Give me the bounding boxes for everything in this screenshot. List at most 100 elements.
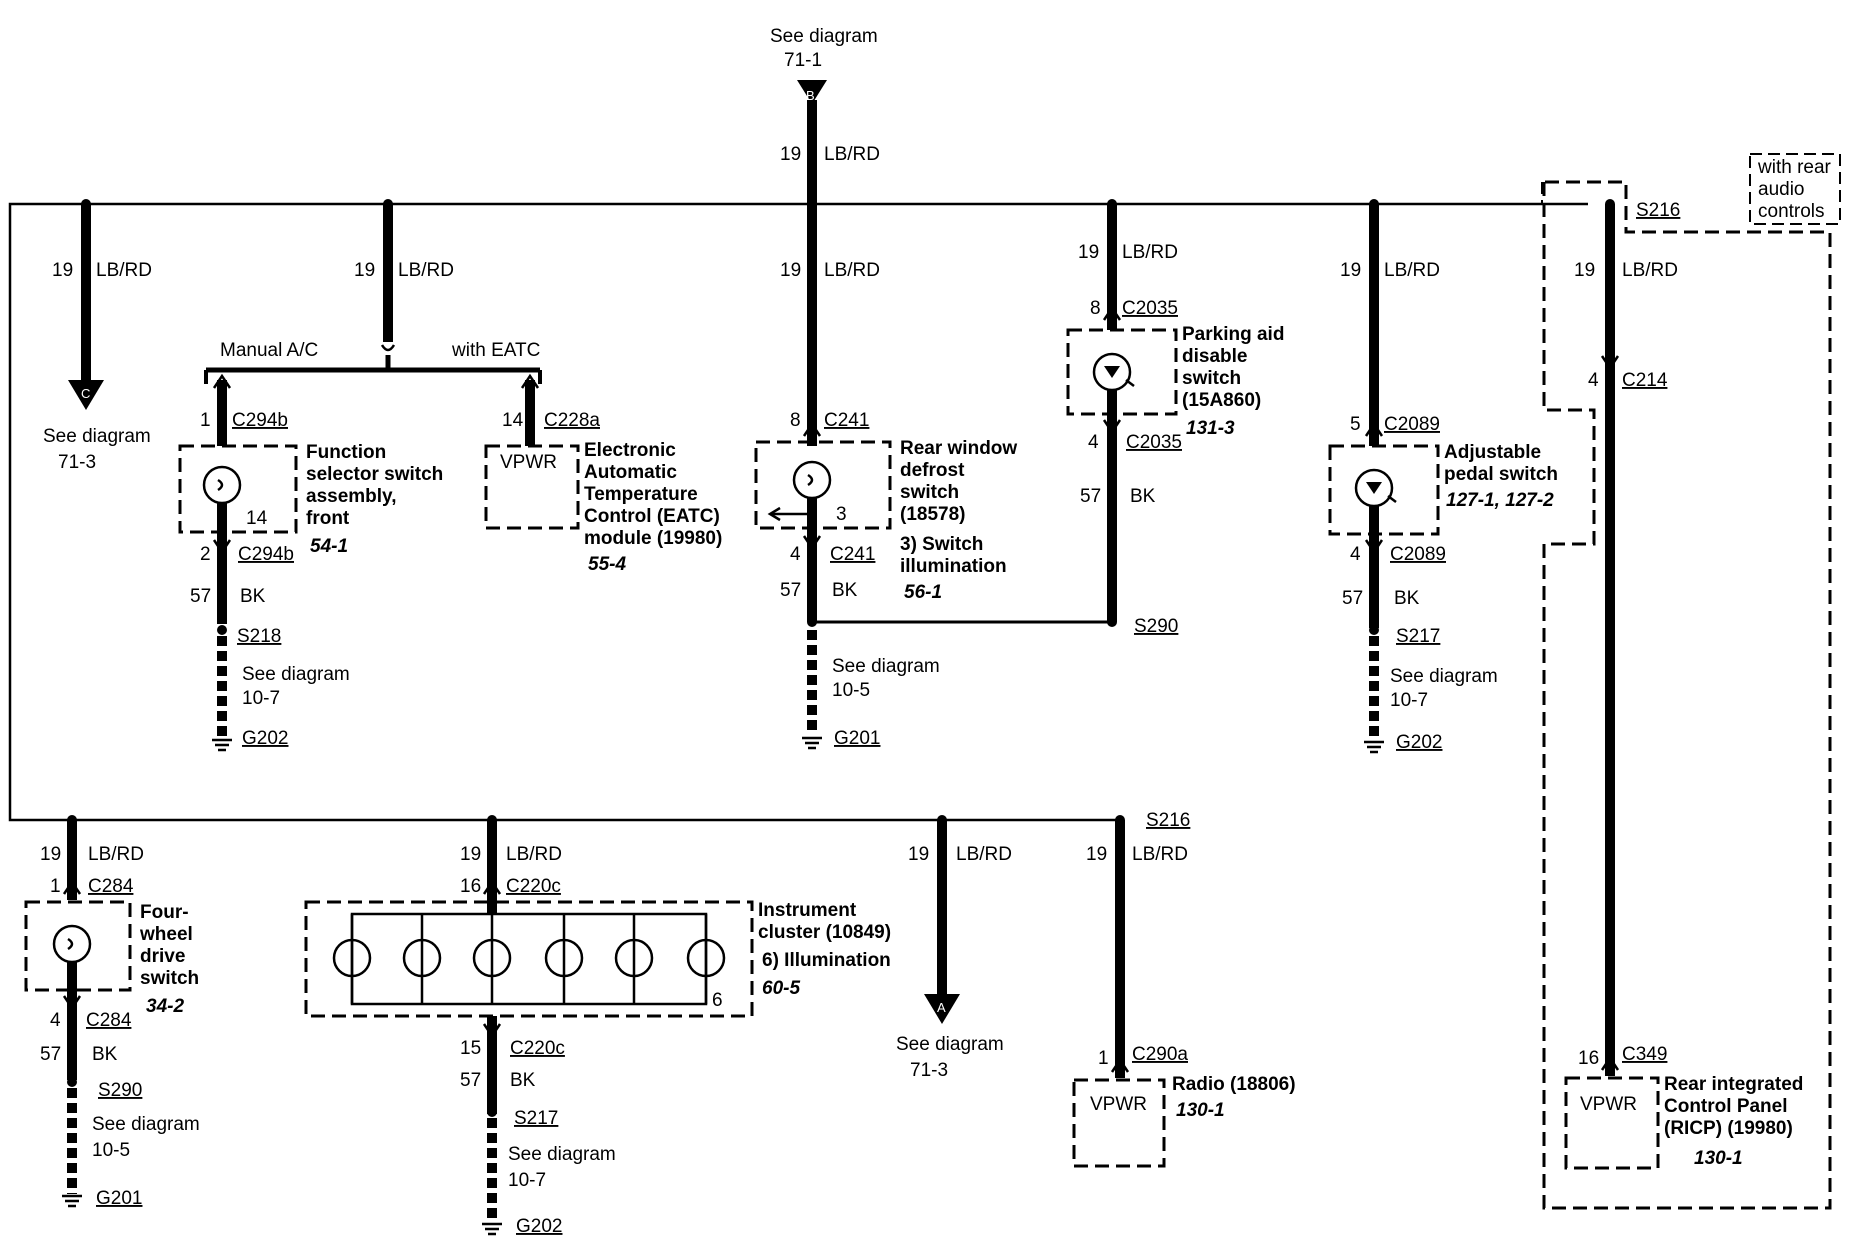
eatc-name5: module (19980) [584, 528, 722, 549]
circuit: 19 [40, 844, 61, 865]
power-bus [8, 80, 1588, 822]
connector-top: C2089 [1384, 414, 1440, 435]
connector-mid: C214 [1622, 370, 1668, 391]
splice-dot [1107, 617, 1117, 627]
parking-switch-box [1066, 328, 1178, 416]
lamp-symbol [332, 938, 372, 978]
connector-pin-bottom [1364, 539, 1384, 555]
radio-name: Radio (18806) [1172, 1074, 1296, 1095]
name-line4: (18578) [900, 504, 966, 525]
name-line2: cluster (10849) [758, 922, 891, 943]
splice-dot [487, 1107, 497, 1117]
splice-label: S290 [1134, 616, 1178, 637]
eatc-name2: Automatic [584, 462, 677, 483]
cluster-lamps [332, 914, 726, 1004]
lamp-symbol [614, 938, 654, 978]
ricp-box [1564, 1076, 1660, 1170]
see-label: See diagram [832, 656, 940, 677]
rear-audio-l2: audio [1758, 179, 1805, 200]
ground-circuit: 57 [1342, 588, 1363, 609]
wire-color: LB/RD [1132, 844, 1188, 865]
page-ref: 127-1, 127-2 [1446, 490, 1554, 511]
ground-wire-color: BK [240, 586, 266, 607]
circuit: 19 [780, 260, 801, 281]
circuit: 19 [1574, 260, 1595, 281]
connector-pin-bottom [482, 1023, 502, 1039]
radio-box [1072, 1078, 1166, 1168]
pin-14: 14 [246, 508, 268, 529]
splice-label: S218 [237, 626, 281, 647]
eatc-page-ref: 55-4 [588, 554, 626, 575]
defrost-switch-branch: 19 LB/RD 8 C241 3 Rear window defrost sw… [754, 199, 1112, 750]
wire-color: LB/RD [506, 844, 562, 865]
pin-bottom: 4 [1088, 432, 1099, 453]
ground-wire-color: BK [832, 580, 858, 601]
branch-to-a: 19 LB/RD A See diagram 71-3 [896, 815, 1012, 1081]
eatc-name4: Control (EATC) [584, 506, 720, 527]
pedal-switch-box [1328, 444, 1440, 536]
page-ref: 34-2 [146, 996, 184, 1017]
connector-pin-bottom [212, 539, 232, 555]
see-label: See diagram [508, 1144, 616, 1165]
name-line3: assembly, [306, 486, 396, 507]
see-ref: 10-5 [92, 1140, 130, 1161]
connector-pin-top [212, 373, 232, 389]
eatc-name3: Temperature [584, 484, 698, 505]
connector-b-arrow [797, 80, 827, 104]
lamp-symbol [472, 938, 512, 978]
ground-icon [482, 1222, 502, 1236]
name-line1: Instrument [758, 900, 857, 921]
circuit: 19 [1078, 242, 1099, 263]
name-line3: switch [1182, 368, 1241, 389]
connector-pin [520, 373, 540, 389]
rear-audio-tag-box [1749, 153, 1841, 225]
pin-top: 1 [200, 410, 211, 431]
ground-icon [1364, 740, 1384, 754]
ground-circuit: 57 [40, 1044, 61, 1065]
eatc-pin: 14 [502, 410, 524, 431]
circuit: 19 [1340, 260, 1361, 281]
pin-mid: 4 [1588, 370, 1599, 391]
parking-aid-branch: 19 LB/RD 8 C2035 Parking aid disable swi… [1066, 199, 1284, 637]
see-ref: 10-7 [242, 688, 280, 709]
eatc-vpwr: VPWR [500, 452, 557, 473]
pin-3: 3 [836, 504, 847, 525]
top-see-ref: 71-1 [784, 50, 822, 71]
pin-top: 1 [50, 876, 61, 897]
pin-top: 16 [460, 876, 481, 897]
connector-bottom: C220c [510, 1038, 565, 1059]
pin-bottom: 4 [790, 544, 801, 565]
pin-bottom: 2 [200, 544, 211, 565]
see-ref: 71-3 [910, 1060, 948, 1081]
note-line1: 3) Switch [900, 534, 983, 555]
connector-pin-bottom [1102, 419, 1122, 435]
connector-top: C241 [824, 410, 869, 431]
connector-top: C220c [506, 876, 561, 897]
page-ref: 60-5 [762, 978, 800, 999]
see-ref: 10-7 [508, 1170, 546, 1191]
connector-b-letter: B [806, 88, 815, 103]
pin-top: 8 [1090, 298, 1101, 319]
splice-dot [217, 625, 227, 635]
defrost-switch-box [754, 440, 892, 530]
name-line1: Function [306, 442, 386, 463]
connector-pin-top [482, 879, 502, 895]
connector-pin [1600, 1055, 1620, 1071]
ground-label: G202 [516, 1216, 562, 1237]
rear-audio-l3: controls [1758, 201, 1825, 222]
page-ref: 131-3 [1186, 418, 1235, 439]
see-ref: 10-7 [1390, 690, 1428, 711]
ground-wire-color: BK [1130, 486, 1156, 507]
lamp-filament [217, 478, 224, 492]
connector-top: C284 [88, 876, 134, 897]
bus-line-outline [8, 202, 1588, 822]
wire-color: LB/RD [824, 260, 880, 281]
connector-pin-top [1364, 421, 1384, 437]
connector-top: C294b [232, 410, 288, 431]
name-line1: Rear window [900, 438, 1017, 459]
name-line4: switch [140, 968, 199, 989]
pin-bottom: 4 [50, 1010, 61, 1031]
radio-vpwr: VPWR [1090, 1094, 1147, 1115]
splice-dot [1369, 625, 1379, 635]
